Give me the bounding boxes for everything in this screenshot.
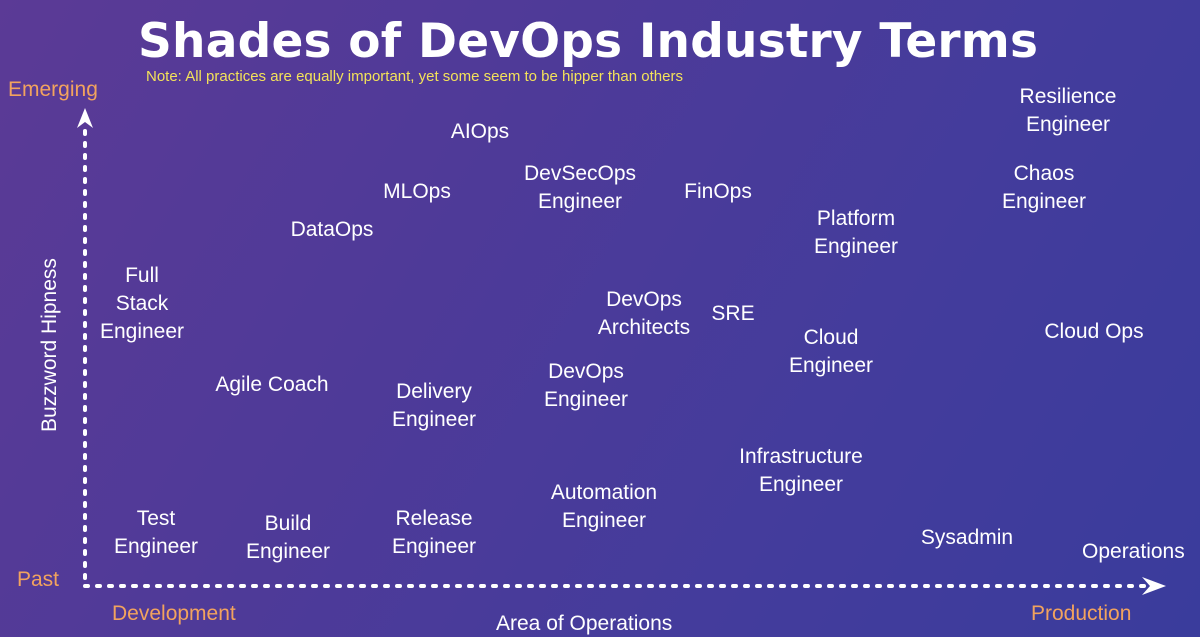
subtitle-note: Note: All practices are equally importan…	[146, 68, 683, 85]
page-title: Shades of DevOps Industry Terms	[138, 14, 1039, 69]
term-aiops: AIOps	[450, 120, 510, 143]
x-axis-end-label: Operations	[1082, 540, 1185, 563]
y-axis-bottom-label: Past	[17, 568, 60, 591]
term-dataops: DataOps	[290, 218, 374, 241]
term-agile-coach: Agile Coach	[215, 373, 329, 396]
x-axis-left-label: Development	[112, 602, 236, 625]
term-finops: FinOps	[684, 180, 752, 203]
x-axis-title: Area of Operations	[496, 612, 673, 635]
term-mlops: MLOps	[383, 180, 451, 203]
y-axis-title: Buzzword Hipness	[38, 258, 61, 432]
term-cloud-ops: Cloud Ops	[1044, 320, 1144, 343]
x-axis-right-label: Production	[1031, 602, 1132, 625]
x-axis-arrow	[1142, 577, 1166, 595]
y-axis-top-label: Emerging	[8, 78, 98, 101]
term-sysadmin: Sysadmin	[920, 526, 1014, 549]
term-sre: SRE	[711, 302, 755, 325]
y-axis-arrow	[77, 108, 93, 128]
